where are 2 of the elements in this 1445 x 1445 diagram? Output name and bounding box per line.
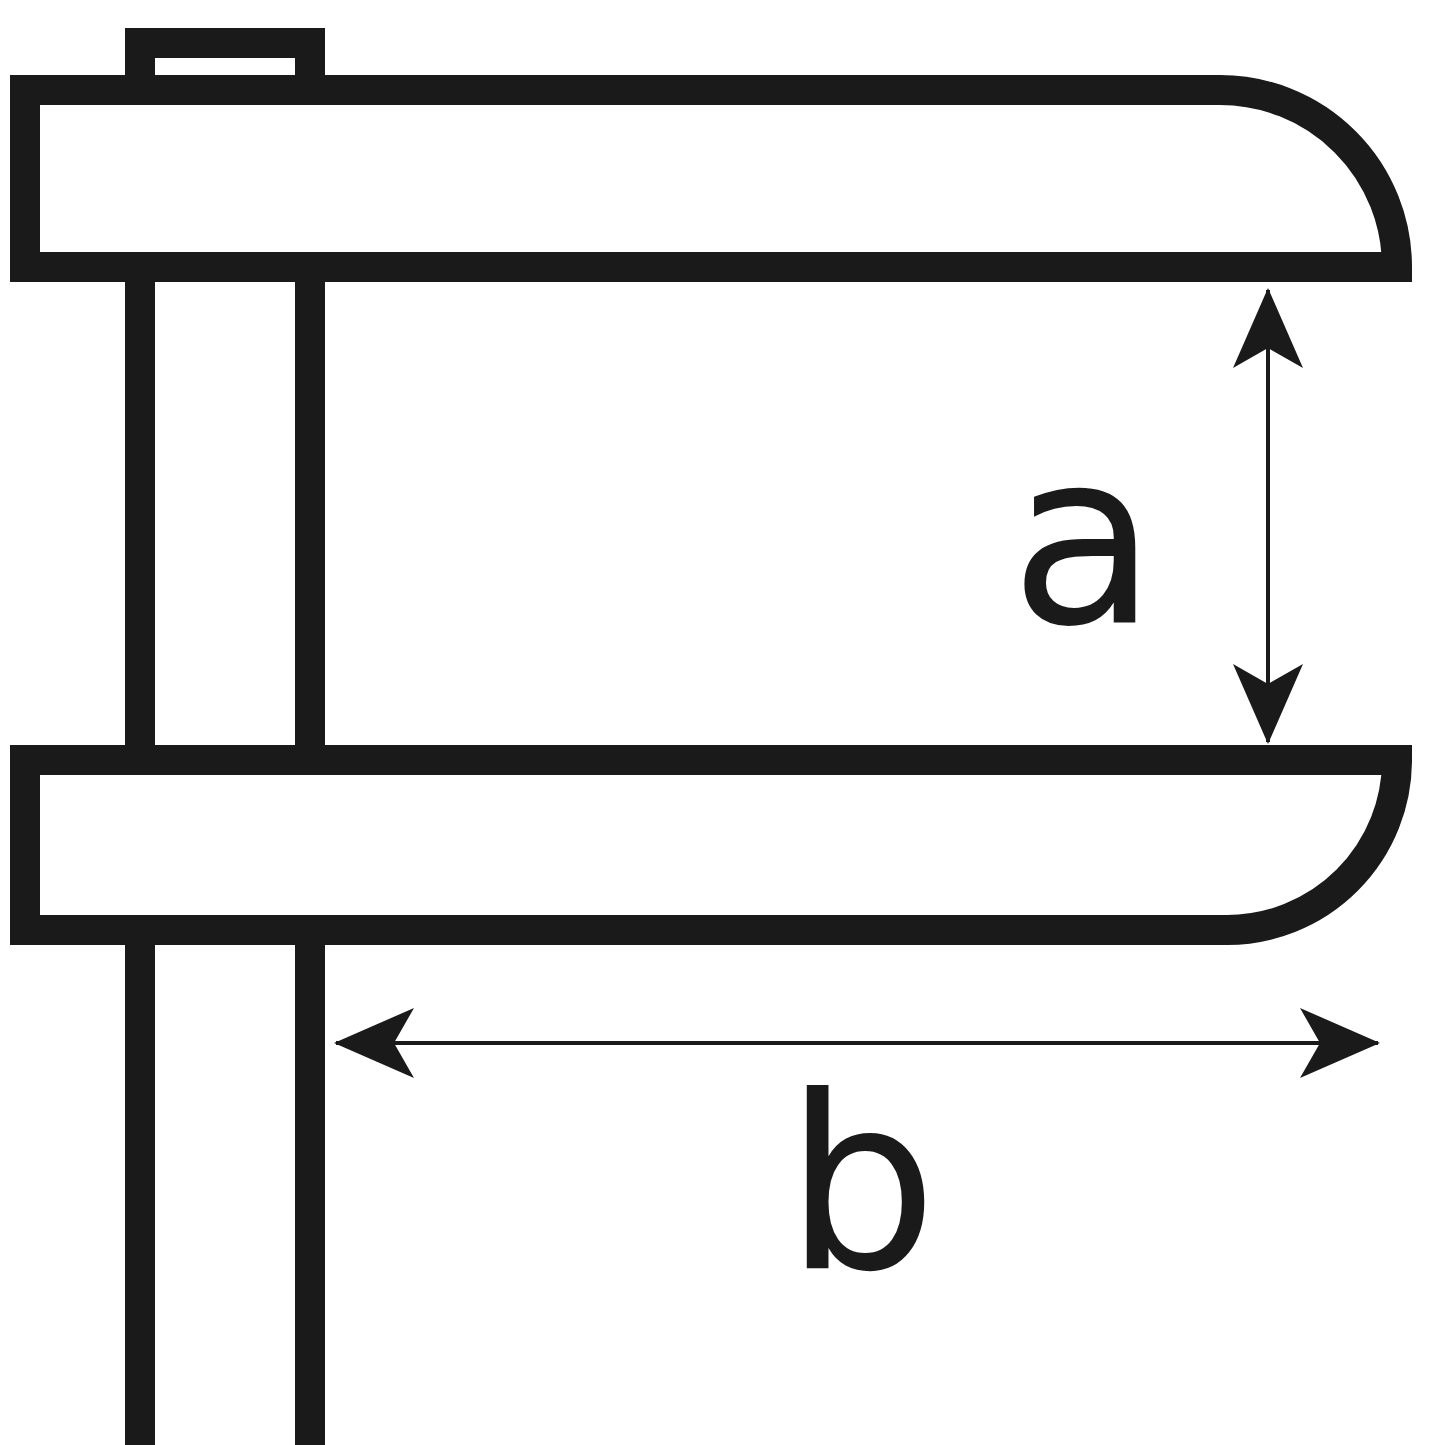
- dimension-label: b: [785, 1065, 938, 1305]
- dimension-label: a: [1010, 420, 1158, 660]
